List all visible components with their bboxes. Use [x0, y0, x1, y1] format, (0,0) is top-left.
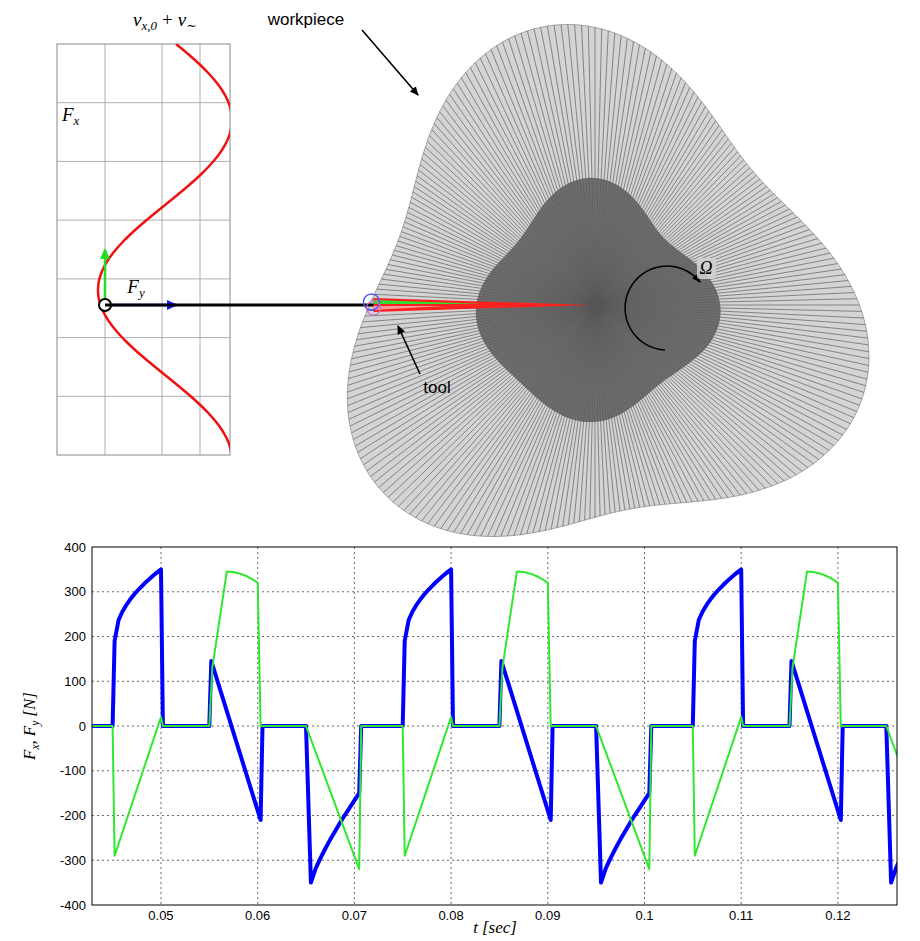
grid-line	[92, 815, 897, 816]
tick-label: 0.09	[535, 908, 560, 923]
cutting-zone	[373, 300, 483, 304]
tick-label: 0.1	[636, 908, 654, 923]
tick-label: 0.07	[342, 908, 367, 923]
cutting-zone	[373, 306, 443, 310]
grid-line	[200, 44, 201, 455]
axis-title: F	[20, 726, 40, 736]
grid-line	[162, 44, 163, 455]
part-label: tool	[423, 378, 450, 398]
tick-label: 300	[64, 584, 86, 599]
grid-line	[57, 278, 230, 279]
tick-label: -100	[60, 763, 86, 778]
grid-line	[92, 860, 897, 861]
axis-title: t	[473, 918, 478, 938]
axis-title: x	[29, 744, 42, 749]
force-arrow-x	[104, 250, 107, 305]
grid-line	[644, 547, 645, 905]
workpiece-cut-lines	[347, 25, 869, 537]
tick-label: 0.09	[535, 908, 560, 923]
grid-line	[57, 161, 230, 162]
force-chart	[92, 547, 920, 905]
axis-title: ,	[20, 740, 40, 744]
tick-label: 0.06	[245, 908, 270, 923]
tick-label: 0.07	[342, 908, 367, 923]
rotation-label: Ω	[700, 258, 713, 279]
tick-label: 0.11	[729, 908, 753, 923]
tick-label: 100	[64, 674, 86, 689]
tick-label: -200	[60, 808, 86, 823]
tick-label: -300	[60, 853, 86, 868]
feed-velocity-plot	[57, 44, 232, 455]
tool-shank	[105, 304, 373, 307]
velocity-label: x,0	[141, 18, 156, 34]
part-label: workpiece	[268, 10, 345, 30]
leader-lines	[362, 30, 700, 374]
force-label: x	[74, 113, 80, 129]
tick-label: 0.11	[729, 908, 753, 923]
axis-title: [N]	[20, 692, 40, 717]
tick-label: 100	[64, 674, 86, 689]
tick-label: 400	[64, 540, 86, 555]
velocity-curve	[98, 44, 230, 455]
tick-label: 0.1	[636, 908, 654, 923]
grid-line	[57, 102, 230, 103]
workpiece-drawing	[347, 25, 869, 537]
velocity-label: ∼	[186, 18, 197, 34]
force-label: F	[127, 276, 139, 298]
tick-label: -100	[60, 763, 86, 778]
workpiece-outline	[347, 25, 869, 537]
velocity-label: v	[178, 9, 186, 31]
force-curve-y	[92, 569, 897, 882]
workpiece-core	[476, 178, 721, 422]
tick-label: 0.12	[825, 908, 850, 923]
tick-label: 0.08	[438, 908, 463, 923]
grid-line	[354, 547, 355, 905]
rotation-label: Ω	[697, 258, 716, 279]
grid-line	[92, 681, 897, 682]
grid-line	[57, 337, 230, 338]
tool-drawing	[105, 294, 590, 315]
force-label: Fy	[127, 276, 144, 298]
tick-label: 200	[64, 629, 86, 644]
axis-title: [sec]	[482, 918, 517, 938]
grid-line	[105, 44, 106, 455]
part-label: tool	[423, 378, 450, 398]
grid-line	[92, 636, 897, 637]
tick-label: 0.05	[148, 908, 173, 923]
force-label: Fx	[62, 104, 79, 126]
axis-title: Fx, Fy [N]	[20, 692, 40, 760]
grid-line	[57, 220, 230, 221]
tick-label: -200	[60, 808, 86, 823]
force-curve-x	[92, 572, 897, 870]
tick-label: 200	[64, 629, 86, 644]
cutting-zone	[373, 298, 590, 312]
tick-label: 400	[64, 540, 86, 555]
tick-label: 0.12	[825, 908, 850, 923]
grid-line	[57, 396, 230, 397]
tick-label: 0.08	[438, 908, 463, 923]
tool-tip	[366, 301, 380, 315]
tick-label: 0.06	[245, 908, 270, 923]
tick-label: 300	[64, 584, 86, 599]
tick-label: 0	[79, 719, 86, 734]
tick-label: -400	[60, 898, 86, 913]
grid-line	[92, 770, 897, 771]
velocity-label: v	[133, 9, 141, 31]
velocity-label: vx,0+v∼	[133, 9, 197, 31]
axis-title: y	[29, 721, 42, 726]
tick-label: -400	[60, 898, 86, 913]
part-label: workpiece	[268, 10, 345, 30]
force-label: y	[139, 285, 145, 301]
tick-label: -300	[60, 853, 86, 868]
velocity-label: +	[161, 9, 174, 31]
force-label: F	[62, 104, 74, 126]
axis-title: t[sec]	[473, 918, 517, 938]
tick-label: 0.05	[148, 908, 173, 923]
tick-label: 0	[79, 719, 86, 734]
axis-title: F	[20, 750, 40, 760]
grid-line	[92, 591, 897, 592]
